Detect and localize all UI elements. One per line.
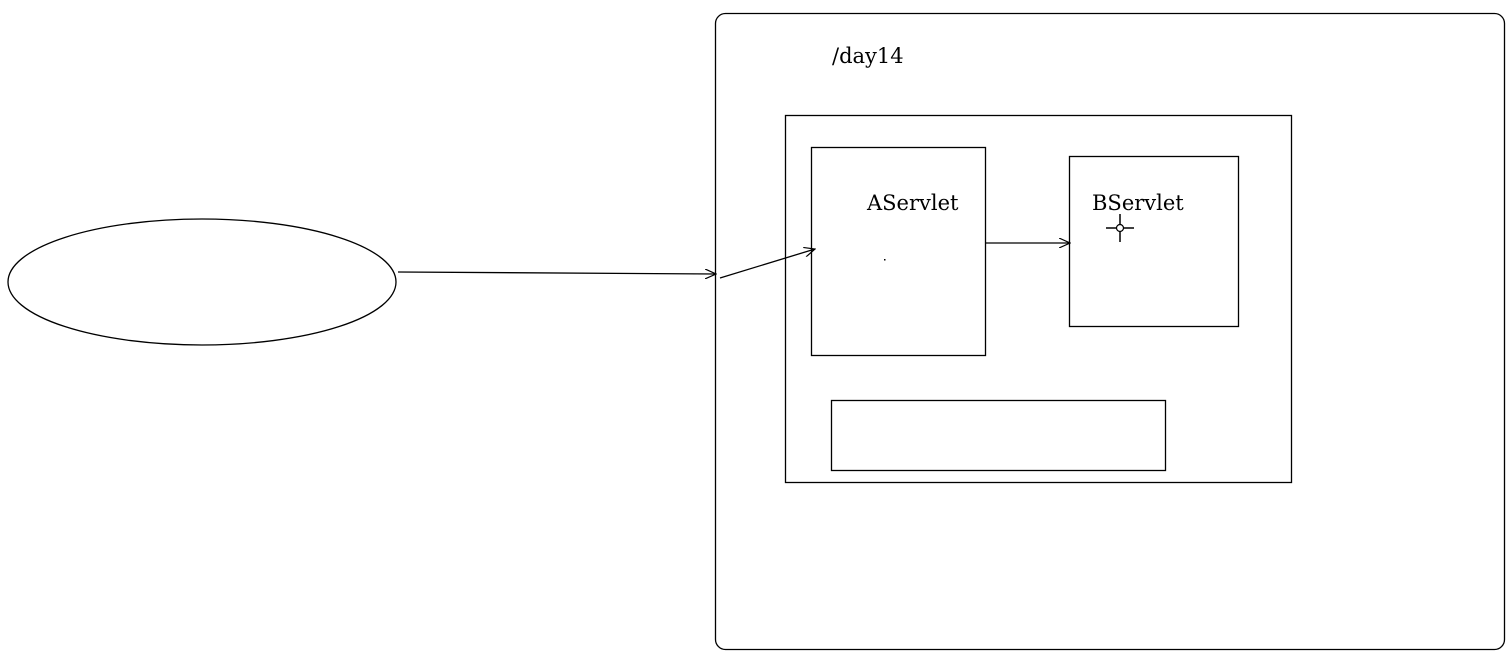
- server-container-box: [714, 12, 1506, 651]
- stray-dot: [884, 259, 886, 261]
- forward-arrow-to-aservlet: [719, 249, 815, 279]
- container-label: /day14: [832, 44, 904, 68]
- bservlet-label: BServlet: [1092, 191, 1184, 215]
- bservlet-box: [1068, 155, 1240, 328]
- aservlet-box: [810, 146, 987, 357]
- client-ellipse: [7, 218, 397, 346]
- crosshair-cursor-icon: [1106, 214, 1134, 242]
- empty-box: [830, 399, 1167, 472]
- request-arrow: [397, 272, 716, 274]
- aservlet-label: AServlet: [866, 191, 959, 215]
- webapp-box: [784, 114, 1293, 484]
